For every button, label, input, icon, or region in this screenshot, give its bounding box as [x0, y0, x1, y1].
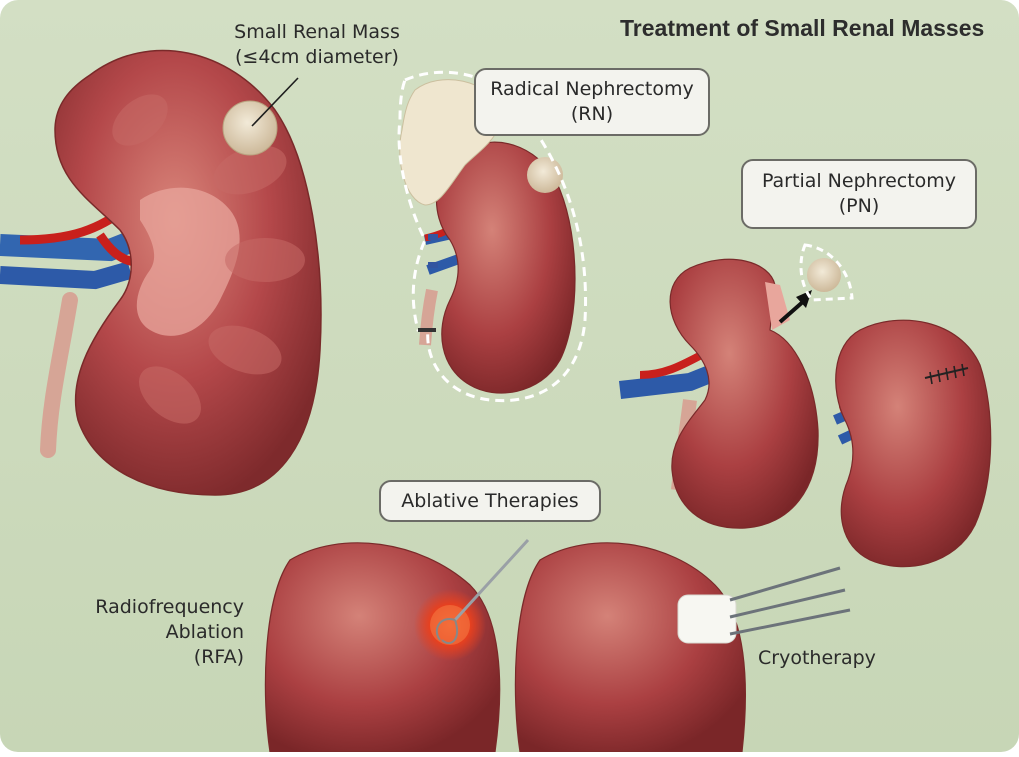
- cryo-kidney: [514, 542, 851, 754]
- cryo-iceball: [677, 594, 737, 644]
- large-kidney-vein-lower: [0, 261, 133, 290]
- pn2-sutures: [929, 363, 965, 385]
- rn-clips: [418, 234, 438, 332]
- cryo-probes: [729, 566, 851, 636]
- rn-label-box: Radical Nephrectomy (RN): [474, 68, 710, 136]
- large-kidney: [0, 49, 322, 496]
- large-kidney-sinus: [136, 187, 240, 336]
- cryo-label: Cryotherapy: [758, 647, 876, 669]
- rn-tumor: [527, 157, 563, 193]
- rn-label-line2: (RN): [570, 103, 614, 125]
- large-kidney-pyramids: [112, 94, 305, 424]
- large-kidney-ureter: [40, 292, 78, 458]
- pn2-kidney-body: [835, 319, 992, 568]
- rfa-label-line3: (RFA): [193, 646, 244, 668]
- rfa-label-line1: Radiofrequency: [95, 596, 244, 618]
- ablative-label-box: Ablative Therapies: [379, 480, 601, 522]
- page-title: Treatment of Small Renal Masses: [620, 15, 985, 41]
- partial-nephrectomy-kidney-1: [618, 243, 854, 529]
- rfa-probe: [453, 538, 530, 622]
- rfa-kidney: [264, 538, 530, 754]
- small-mass-label: Small Renal Mass (≤4cm diameter): [224, 20, 410, 70]
- rfa-tines: [435, 618, 459, 645]
- small-mass-label-line1: Small Renal Mass: [234, 21, 400, 43]
- rn-label-line1: Radical Nephrectomy: [490, 78, 694, 100]
- pn-specimen-tumor: [807, 258, 841, 292]
- rfa-label-line2: Ablation: [165, 621, 244, 643]
- pn-label-box: Partial Nephrectomy (PN): [741, 159, 977, 229]
- pn-label-line1: Partial Nephrectomy: [761, 170, 957, 192]
- small-mass-label-line2: (≤4cm diameter): [235, 46, 399, 68]
- rn-ureter: [419, 288, 438, 346]
- small-mass-pointer: [251, 77, 299, 127]
- pn1-vein: [618, 363, 719, 399]
- rn-kidney-body: [435, 141, 576, 394]
- pn-arrow: [778, 298, 807, 324]
- pn1-kidney-body: [669, 258, 819, 529]
- ablative-label: Ablative Therapies: [401, 489, 579, 512]
- pn-specimen-margin: [799, 243, 854, 302]
- rfa-label: Radiofrequency Ablation (RFA): [70, 595, 244, 670]
- partial-nephrectomy-kidney-2: [833, 319, 992, 568]
- pn-label-line2: (PN): [838, 195, 880, 217]
